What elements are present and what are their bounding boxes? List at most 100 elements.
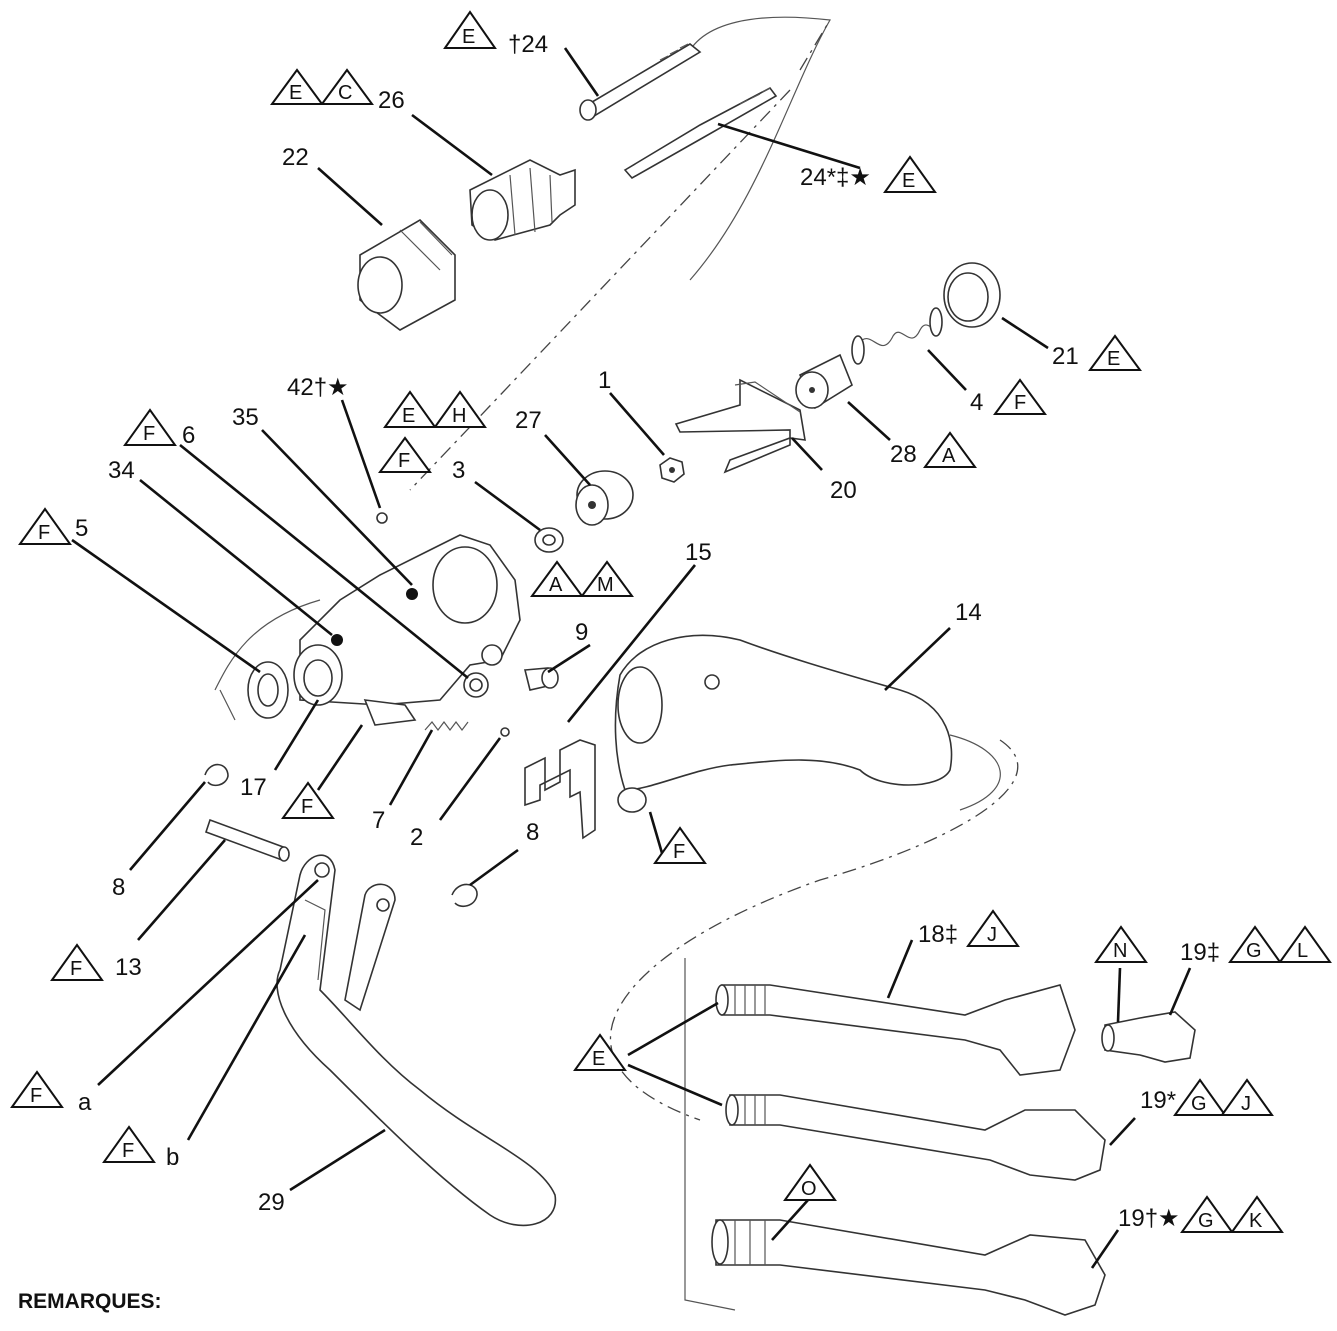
callout-label: 22: [282, 144, 309, 171]
triangle-markers: E E C E E F A E H F F F A M F F F F F J …: [10, 10, 1332, 1233]
part-9-screw: [523, 667, 559, 691]
triangle-note-marker: F: [50, 943, 104, 981]
callout-labels: †24 26 22 24*‡★ 21 4 28 20 1 27 3 42†★ 3…: [75, 31, 1220, 1232]
callout-label: 6: [182, 422, 195, 449]
svg-text:E: E: [462, 26, 475, 48]
callout-label: 21: [1052, 343, 1079, 370]
callout-label: 35: [232, 404, 259, 431]
callout-label: 24*‡★: [800, 164, 871, 191]
handle-outline: [949, 734, 1001, 811]
triangle-note-marker: J: [966, 909, 1020, 947]
svg-text:F: F: [1014, 392, 1026, 414]
triangle-note-marker: K: [1230, 1195, 1284, 1233]
callout-label: 34: [108, 457, 135, 484]
triangle-note-marker: F: [378, 436, 432, 473]
part-24-needle-lower: [623, 86, 778, 180]
triangle-note-marker: F: [18, 507, 72, 545]
svg-text:F: F: [673, 841, 685, 863]
triangle-note-marker: J: [1220, 1078, 1274, 1116]
callout-label: 17: [240, 774, 267, 801]
svg-text:G: G: [1246, 940, 1262, 962]
triangle-note-marker: O: [783, 1163, 837, 1201]
svg-text:F: F: [38, 522, 50, 544]
triangle-note-marker: F: [993, 378, 1047, 415]
svg-text:F: F: [70, 958, 82, 980]
triangle-note-marker: E: [443, 10, 497, 49]
callout-label: 7: [372, 807, 385, 834]
svg-text:F: F: [30, 1085, 42, 1107]
triangle-note-marker: C: [320, 68, 374, 105]
triangle-note-marker: L: [1278, 925, 1332, 963]
callout-label: b: [166, 1144, 179, 1171]
callout-label: 5: [75, 515, 88, 542]
part-7-spring: [424, 721, 469, 731]
svg-text:E: E: [592, 1048, 605, 1070]
svg-text:J: J: [1241, 1093, 1251, 1115]
part-20-fork: [674, 378, 806, 474]
part-14-handle: [614, 634, 953, 813]
svg-text:N: N: [1113, 940, 1127, 962]
guide-line-upper: [409, 19, 831, 491]
callout-label: †24: [508, 31, 548, 58]
part-4-spring: [851, 307, 943, 365]
triangle-note-marker: A: [530, 560, 584, 597]
svg-text:O: O: [801, 1178, 817, 1200]
callout-label: 19‡: [1180, 939, 1220, 966]
svg-text:F: F: [143, 423, 155, 445]
part-21-cap: [943, 262, 1001, 328]
triangle-note-marker: G: [1228, 925, 1282, 963]
part-19-nipple-top: [1101, 1011, 1196, 1063]
gun-body: [293, 534, 521, 726]
part-26-fitting: [469, 159, 576, 241]
part-27-seat: [575, 470, 634, 526]
callout-label: 1: [598, 367, 611, 394]
triangle-note-marker: E: [1088, 334, 1142, 371]
svg-text:E: E: [289, 82, 302, 104]
callout-label: 19*: [1140, 1087, 1176, 1114]
part-19-tube-bottom: [711, 1219, 1106, 1316]
part-18-tube: [715, 984, 1076, 1076]
svg-text:G: G: [1191, 1093, 1207, 1115]
callout-label: 26: [378, 87, 405, 114]
part-42-ball: [376, 512, 388, 524]
svg-text:K: K: [1249, 1210, 1263, 1232]
svg-text:E: E: [402, 405, 415, 427]
svg-text:H: H: [452, 405, 466, 427]
part-6-oring: [463, 672, 489, 698]
callout-label: 2: [410, 824, 423, 851]
svg-text:G: G: [1198, 1210, 1214, 1232]
part-24-needle-top: [579, 43, 702, 121]
callout-label: 8: [526, 819, 539, 846]
part-15-latch: [524, 739, 596, 840]
svg-text:F: F: [122, 1140, 134, 1162]
svg-text:E: E: [902, 170, 915, 192]
svg-text:A: A: [549, 574, 563, 596]
callout-label: 4: [970, 389, 983, 416]
svg-text:M: M: [597, 574, 614, 596]
part-34-marker: [331, 634, 343, 646]
gun-body-outline: [684, 16, 831, 281]
svg-text:J: J: [987, 924, 997, 946]
part-3-washer: [534, 527, 564, 553]
callout-label: 19†★: [1118, 1205, 1180, 1232]
callout-label: 8: [112, 874, 125, 901]
callout-label: 27: [515, 407, 542, 434]
fitting-bracket-line: [684, 958, 736, 1311]
callout-label: 29: [258, 1189, 285, 1216]
triangle-note-marker: G: [1173, 1078, 1227, 1116]
callout-label: 20: [830, 477, 857, 504]
remarks-heading: REMARQUES:: [18, 1290, 162, 1313]
triangle-note-marker: H: [433, 390, 487, 428]
callout-label: 42†★: [287, 374, 349, 401]
triangle-note-marker: F: [10, 1070, 64, 1108]
triangle-note-marker: E: [573, 1033, 627, 1071]
callout-label: 28: [890, 441, 917, 468]
triangle-note-marker: F: [102, 1125, 156, 1163]
triangle-note-marker: F: [281, 781, 335, 819]
svg-text:F: F: [301, 796, 313, 818]
svg-text:L: L: [1297, 940, 1308, 962]
svg-text:C: C: [338, 82, 352, 104]
callout-label: 9: [575, 619, 588, 646]
